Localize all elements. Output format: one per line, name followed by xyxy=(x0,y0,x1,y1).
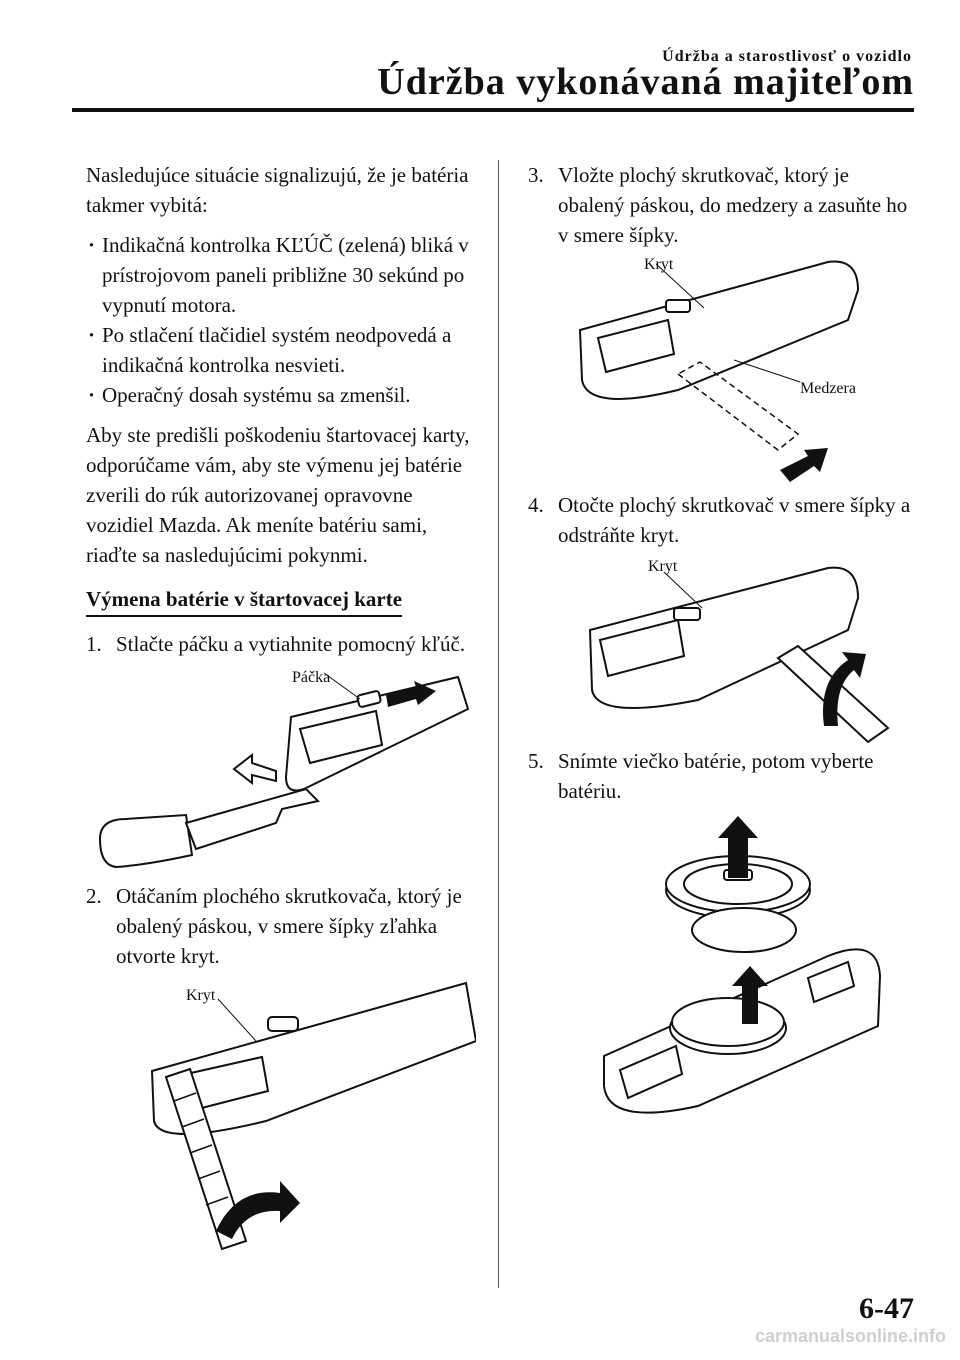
watermark: carmanualsonline.info xyxy=(754,1326,946,1346)
arrow-icon xyxy=(780,448,828,482)
bullet-item: Po stlačení tlačidiel systém neodpovedá … xyxy=(86,320,476,380)
step-number: 1. xyxy=(86,632,102,656)
advice-paragraph: Aby ste predišli poškodeniu štartovacej … xyxy=(86,423,470,567)
step-number: 3. xyxy=(528,163,544,187)
step-text: Stlačte páčku a vytiahnite pomocný kľúč. xyxy=(116,632,466,656)
key-fob-illustration xyxy=(98,672,470,869)
callout-gap: Medzera xyxy=(800,380,856,397)
screwdriver-insert-illustration xyxy=(578,260,860,482)
bullet-item: Operačný dosah systému sa zmenšil. xyxy=(86,380,476,410)
remove-cover-illustration xyxy=(588,566,890,744)
arrow-up-icon xyxy=(718,816,758,878)
rotate-arrow-icon xyxy=(216,1181,300,1239)
figure-step-4: Kryt xyxy=(528,550,918,746)
arrow-icon xyxy=(386,681,436,707)
figure-step-3: Kryt Medzera xyxy=(528,250,918,490)
right-column: 3. Vložte plochý skrutkovač, ktorý je ob… xyxy=(528,160,918,1152)
arrow-up-icon xyxy=(732,966,768,1024)
callout-cover: Kryt xyxy=(648,558,678,575)
callout-cover: Kryt xyxy=(644,256,674,273)
step-text: Snímte viečko batérie, potom vyberte bat… xyxy=(558,749,874,803)
header-rule xyxy=(72,108,914,112)
step-5: 5. Snímte viečko batérie, potom vyberte … xyxy=(528,746,918,806)
page-title: Údržba vykonávaná majiteľom xyxy=(377,61,914,103)
step-4: 4. Otočte plochý skrutkovač v smere šípk… xyxy=(528,490,918,550)
step-number: 4. xyxy=(528,493,544,517)
step-text: Otočte plochý skrutkovač v smere šípky a… xyxy=(558,493,911,547)
intro-paragraph: Nasledujúce situácie signalizujú, že je … xyxy=(86,163,469,217)
left-column: Nasledujúce situácie signalizujú, že je … xyxy=(86,160,476,1253)
figure-step-5 xyxy=(528,806,918,1152)
step-text: Vložte plochý skrutkovač, ktorý je obale… xyxy=(558,163,908,247)
bullet-item: Indikačná kontrolka KĽÚČ (zelená) bliká … xyxy=(86,230,476,320)
step-2: 2. Otáčaním plochého skrutkovača, ktorý … xyxy=(86,881,476,971)
step-1: 1. Stlačte páčku a vytiahnite pomocný kľ… xyxy=(86,629,476,659)
callout-cover: Kryt xyxy=(186,987,216,1004)
figure-step-1: Páčka xyxy=(86,659,476,881)
screwdriver-open-illustration xyxy=(150,981,476,1251)
rotate-arrow-icon xyxy=(823,652,866,726)
step-number: 2. xyxy=(86,884,102,908)
page-number: 6-47 xyxy=(859,1292,914,1325)
callout-lever: Páčka xyxy=(292,669,331,686)
section-label: Údržba a starostlivosť o vozidlo xyxy=(662,48,912,65)
step-3: 3. Vložte plochý skrutkovač, ktorý je ob… xyxy=(528,160,918,250)
column-divider xyxy=(498,160,499,1288)
battery-removal-illustration xyxy=(603,816,882,1114)
arrow-icon xyxy=(232,752,277,786)
figure-step-2: Kryt xyxy=(86,971,476,1253)
step-number: 5. xyxy=(528,749,544,773)
step-text: Otáčaním plochého skrutkovača, ktorý je … xyxy=(116,884,462,968)
subheading: Výmena batérie v štartovacej karte xyxy=(86,584,403,617)
